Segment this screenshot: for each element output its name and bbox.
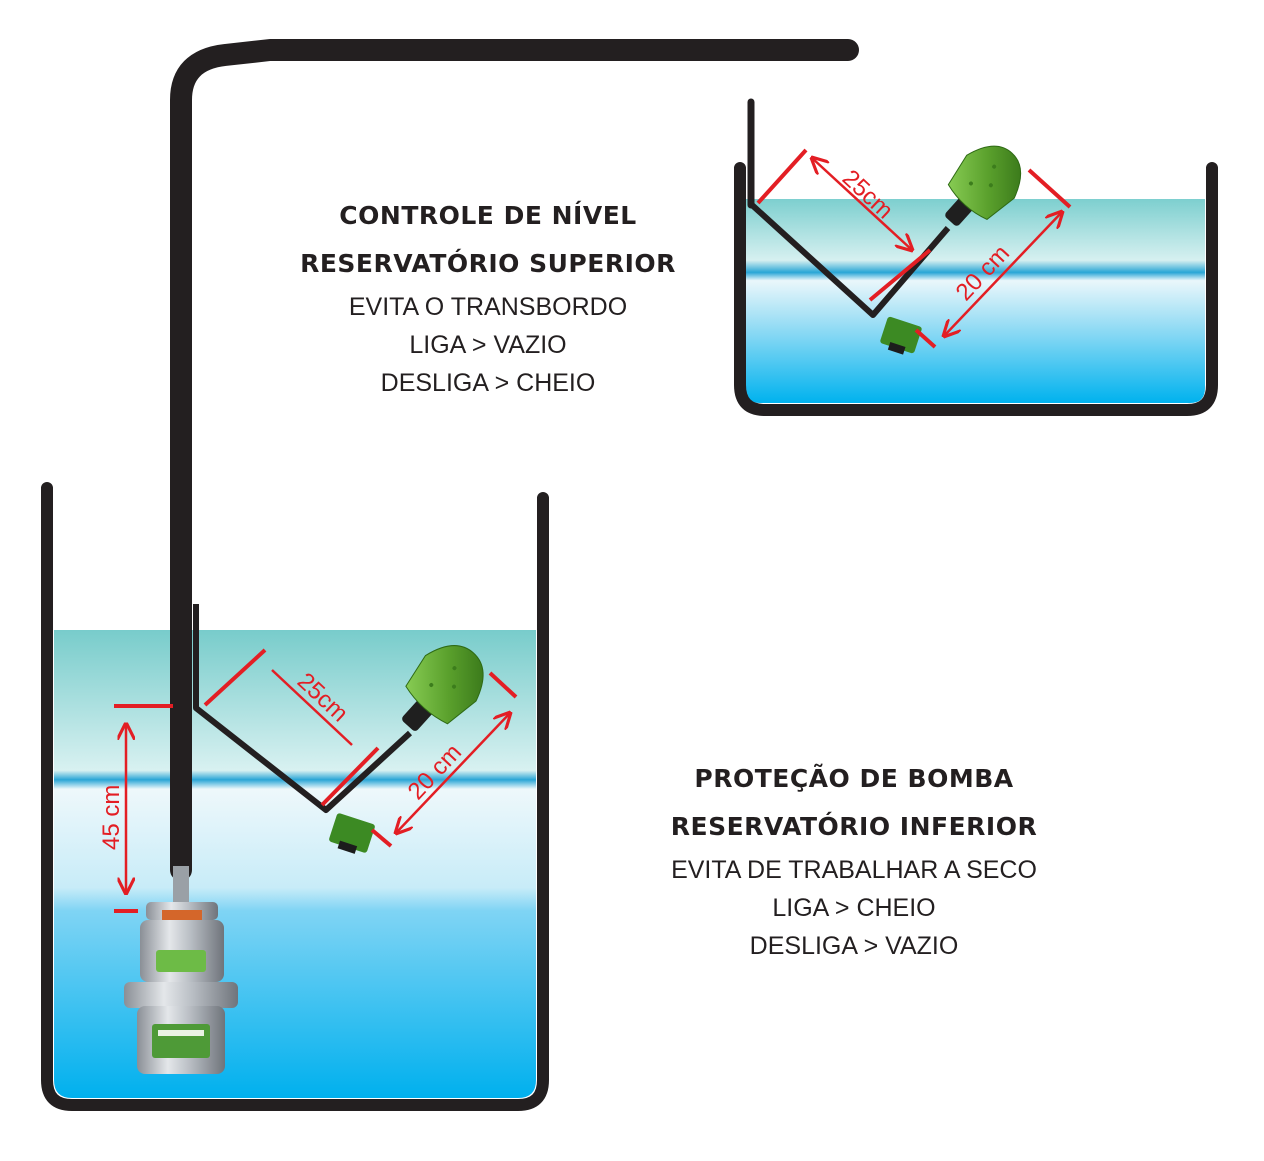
- upper-caption: CONTROLE DE NÍVEL RESERVATÓRIO SUPERIOR …: [238, 192, 738, 402]
- lower-title-1: PROTEÇÃO DE BOMBA: [694, 764, 1014, 793]
- upper-cable-dim-arrow: [812, 158, 912, 250]
- lower-depth-dim-label: 45 cm: [98, 785, 125, 850]
- lower-dim-tick: [320, 746, 380, 807]
- submersible-pump: [124, 866, 238, 1074]
- lower-dim-tick: [488, 671, 518, 699]
- lower-float-dim-arrow: [396, 713, 510, 833]
- upper-counterweight: [880, 316, 922, 355]
- upper-line-3: DESLIGA > CHEIO: [380, 369, 596, 397]
- lower-line-3: DESLIGA > VAZIO: [749, 932, 959, 960]
- lower-line-2: LIGA > CHEIO: [772, 894, 936, 922]
- discharge-pipe: [170, 39, 859, 881]
- lower-counterweight: [329, 813, 375, 854]
- upper-float-dim-arrow: [944, 212, 1062, 336]
- lower-line-1: EVITA DE TRABALHAR A SECO: [671, 856, 1037, 884]
- upper-water: [746, 199, 1205, 403]
- lower-float-cable: [193, 604, 413, 813]
- upper-title-2: RESERVATÓRIO SUPERIOR: [300, 249, 676, 278]
- upper-line-2: LIGA > VAZIO: [409, 331, 567, 359]
- upper-dim-tick: [1027, 168, 1072, 209]
- lower-cable-dim-arrow: [271, 669, 353, 746]
- lower-tank-wall: [41, 482, 549, 1111]
- upper-reservoir: 25cm 20 cm: [734, 98, 1218, 416]
- upper-title-1: CONTROLE DE NÍVEL: [339, 201, 637, 230]
- upper-dim-tick: [914, 328, 937, 349]
- upper-tank-wall: [734, 162, 1218, 416]
- lower-dim-tick: [203, 648, 267, 707]
- lower-caption: PROTEÇÃO DE BOMBA RESERVATÓRIO INFERIOR …: [604, 755, 1104, 965]
- upper-dim-tick: [868, 248, 932, 302]
- lower-title-2: RESERVATÓRIO INFERIOR: [670, 812, 1038, 841]
- upper-line-1: EVITA O TRANSBORDO: [348, 293, 628, 321]
- lower-dim-tick: [370, 828, 393, 848]
- upper-dim-tick: [756, 148, 808, 205]
